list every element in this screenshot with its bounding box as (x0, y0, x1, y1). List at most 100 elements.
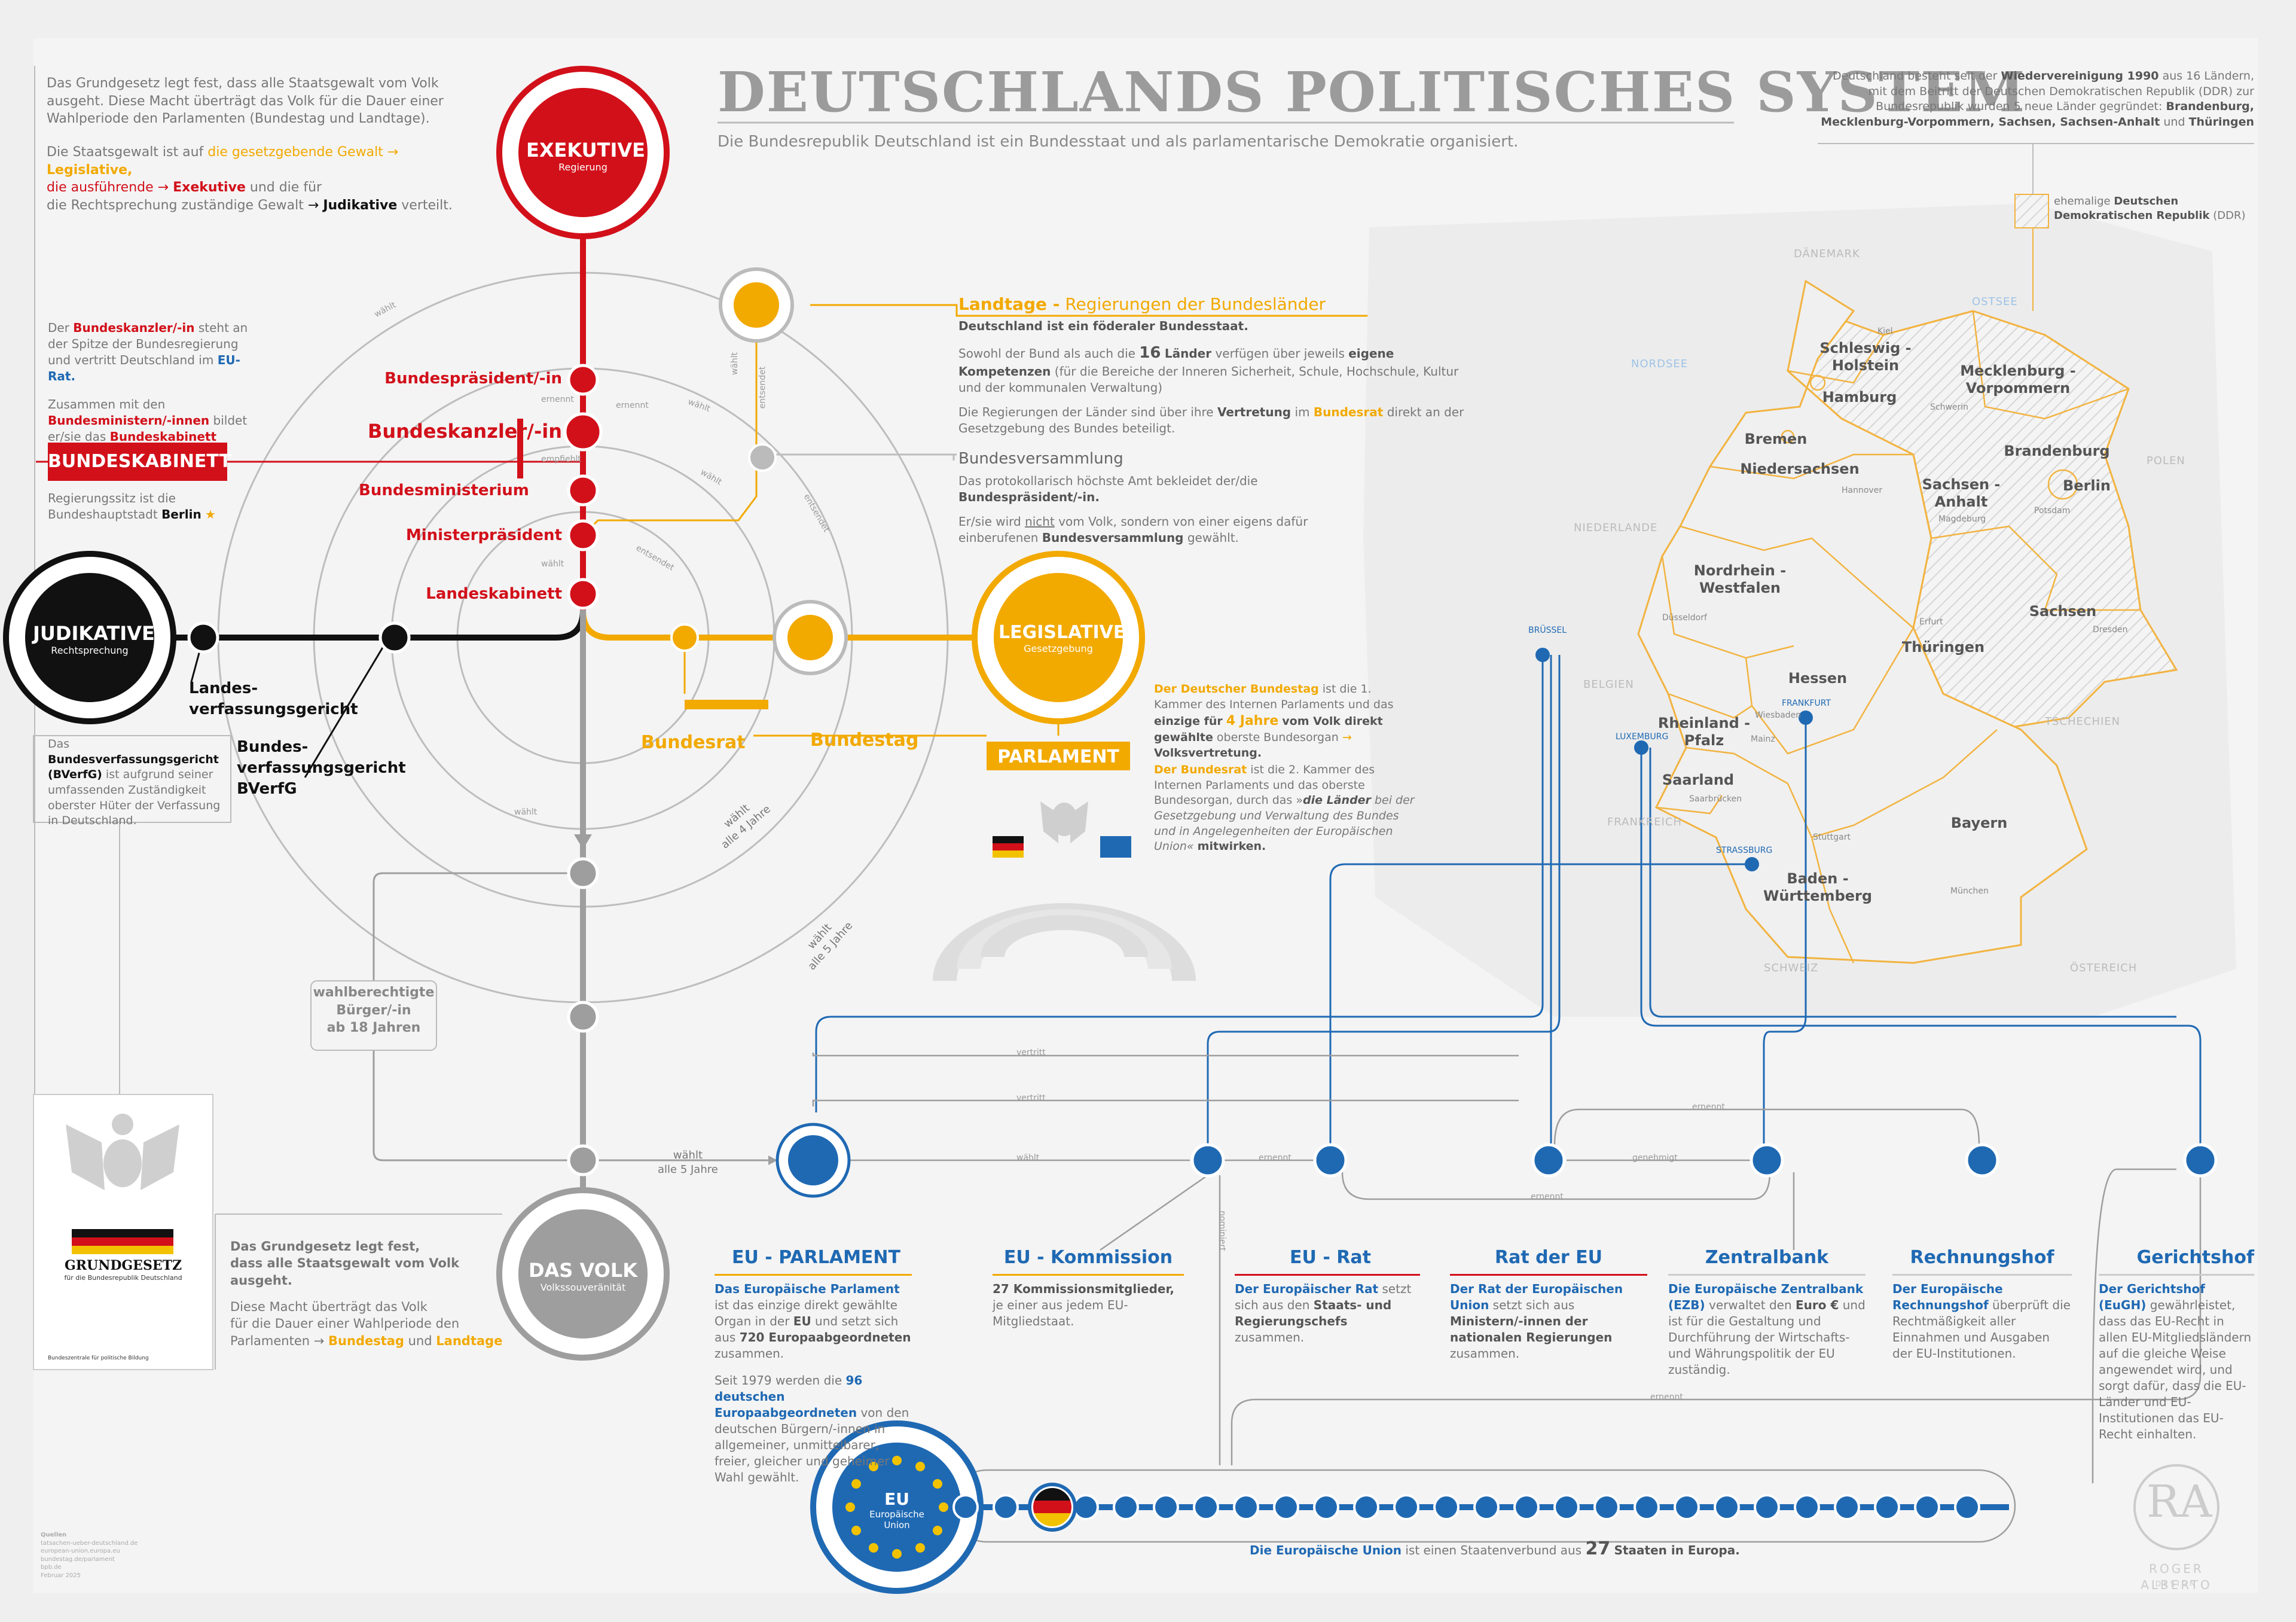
station-bundestag: Bundestag (810, 730, 919, 751)
author-role: DESIGN (2155, 1580, 2198, 1588)
member-state-dot (1433, 1494, 1460, 1520)
map-state-hessen: Hessen (1788, 670, 1848, 687)
parlament-label: PARLAMENT (997, 746, 1119, 767)
map-state-thueringen: Thüringen (1901, 639, 1985, 655)
map-city-mainz: Mainz (1751, 734, 1775, 744)
member-state-dot (1553, 1494, 1580, 1520)
label-waehlt-6: wählt (514, 807, 538, 817)
map-city-potsdam: Potsdam (2034, 506, 2071, 516)
member-state-dot (993, 1494, 1019, 1520)
member-state-dot (1754, 1494, 1780, 1520)
regierungssitz-text: Regierungssitz ist die Bundeshauptstadt … (48, 491, 216, 522)
member-state-dot (1674, 1494, 1700, 1520)
member-state-dot (1794, 1494, 1820, 1520)
map-state-bayern: Bayern (1950, 815, 2008, 831)
member-state-dot (1874, 1494, 1900, 1520)
map-state-mecklenburg-vorpommern: Mecklenburg - Vorpommern (1960, 362, 2076, 397)
rat-der-eu-heading: Rat der EU (1494, 1247, 1603, 1268)
bundeskabinett-box: BUNDESKABINETT (48, 443, 231, 481)
map-country-daenemark: DÄNEMARK (1794, 248, 1860, 260)
label-ernennt-eu-2: ernennt (1692, 1102, 1725, 1112)
label-waehlt-eu-line: wählt (1016, 1153, 1040, 1163)
station-ministerpraesident: Ministerpräsident (405, 526, 562, 544)
map-state-bremen: Bremen (1744, 431, 1808, 447)
member-state-dot (1353, 1494, 1379, 1520)
grundgesetz-title: GRUNDGESETZ (64, 1258, 182, 1273)
page-subtitle: Die Bundesrepublik Deutschland ist ein B… (718, 133, 1519, 151)
map-state-baden-wuerttemberg: Baden - Württemberg (1763, 870, 1873, 904)
map-state-sachsen-anhalt: Sachsen - Anhalt (1922, 476, 2001, 510)
map-city-wiesbaden: Wiesbaden (1755, 711, 1802, 720)
intro-p1: Das Grundgesetz legt fest, dass alle Sta… (47, 76, 444, 127)
eu-kommission-heading: EU - Kommission (1003, 1247, 1173, 1268)
map-city-muenchen: München (1950, 886, 1989, 896)
member-state-dot (1073, 1494, 1099, 1520)
map-country-belgien: BELGIEN (1583, 678, 1634, 691)
label-vertritt-2: vertritt (1016, 1093, 1046, 1103)
map-sea-ostsee: OSTSEE (1972, 295, 2018, 308)
label-genehmigt: genehmigt (1632, 1153, 1678, 1163)
author-name: ROGER ALBERTO (2141, 1562, 2212, 1592)
bundesrat-bar (685, 700, 768, 709)
label-nominiert: nominiert (1217, 1211, 1227, 1251)
map-city-duesseldorf: Düsseldorf (1662, 613, 1707, 623)
map-eu-bruessel: BRÜSSEL (1528, 626, 1567, 635)
label-vertritt-1: vertritt (1016, 1048, 1046, 1057)
map-city-hannover: Hannover (1842, 486, 1883, 495)
label-ernennt-eu-3: ernennt (1531, 1192, 1564, 1202)
map-city-stuttgart: Stuttgart (1813, 833, 1851, 842)
germany-map (1363, 203, 2236, 1017)
map-eu-frankfurt: FRANKFURT (1782, 699, 1831, 708)
buerger-label: wahlberechtigte Bürger/-in ab 18 Jahren (313, 985, 435, 1036)
map-state-schleswig-holstein: Schleswig - Holstein (1819, 340, 1912, 374)
map-info: Deutschland besteht seit der Wiederverei… (1821, 69, 2254, 129)
station-bundesrat: Bundesrat (641, 732, 746, 753)
member-state-dot (1393, 1494, 1419, 1520)
member-state-dot (952, 1494, 979, 1520)
bundestag-info: Der Deutscher Bundestag ist die 1. Kamme… (1154, 682, 1394, 760)
eu-rat-heading: EU - Rat (1290, 1247, 1371, 1268)
member-state-dot (1153, 1494, 1179, 1520)
label-ernennt-eu-4: ernennt (1650, 1392, 1683, 1402)
eu-kommission-text: 27 Kommissionsmitglieder, je einer aus j… (993, 1282, 1175, 1328)
map-sea-nordsee: NORDSEE (1631, 358, 1689, 370)
label-ernennt-1: ernennt (541, 395, 574, 404)
kanzler-info: Der Bundeskanzler/-in steht an der Spitz… (48, 321, 248, 444)
eu-grey-lines (812, 1053, 2202, 1543)
eu-parlament-text: Das Europäische Parlament ist das einzig… (715, 1282, 911, 1484)
bundestag-seats (933, 903, 1196, 981)
map-country-polen: POLEN (2147, 455, 2185, 467)
zentralbank-heading: Zentralbank (1705, 1247, 1829, 1268)
member-state-dot (1273, 1494, 1299, 1520)
volk-info: Das Grundgesetz legt fest, dass alle Sta… (230, 1239, 503, 1348)
page-title: DEUTSCHLANDS POLITISCHES SYSTEM (718, 60, 2026, 124)
label-entsendet: entsendet (758, 366, 768, 409)
map-state-brandenburg: Brandenburg (2004, 443, 2110, 459)
bverfg-info: Das Bundesverfassungsgericht (BVerfG) is… (48, 737, 221, 828)
landtage-info: Landtage - Regierungen der Bundesländer … (958, 294, 1464, 435)
eu-circle: EU Europäische Union (869, 1489, 924, 1530)
label-waehlt-5: wählt (541, 559, 564, 569)
station-landeskabinett: Landeskabinett (426, 585, 562, 603)
map-country-tschechien: TSCHECHIEN (2045, 715, 2121, 728)
intro-text: Das Grundgesetz legt fest, dass alle Sta… (47, 75, 465, 215)
map-state-niedersachsen: Niedersachsen (1740, 461, 1860, 477)
map-country-oesterreich: ÖSTEREICH (2070, 962, 2138, 974)
eu-stars (845, 1456, 948, 1559)
bundesrat-info: Der Bundesrat ist die 2. Kammer des Inte… (1154, 763, 1415, 853)
map-country-niederlande: NIEDERLANDE (1574, 522, 1658, 534)
rechnungshof-heading: Rechnungshof (1910, 1247, 2054, 1268)
rechnungshof-text: Der Europäische Rechnungshof überprüft d… (1892, 1282, 2071, 1361)
station-bundesverfassungsgericht: Bundes- verfassungsgericht BVerfG (237, 738, 406, 798)
zentralbank-text: Die Europäische Zentralbank (EZB) verwal… (1668, 1282, 1866, 1377)
member-state-dot (1714, 1494, 1740, 1520)
eu-footer: Die Europäische Union ist einen Staatenv… (1250, 1538, 1740, 1559)
member-state-dot (1914, 1494, 1940, 1520)
map-city-saarbruecken: Saarbrücken (1689, 794, 1742, 804)
map-city-schwerin: Schwerin (1930, 403, 1969, 412)
bundesadler-icon (1040, 801, 1088, 843)
label-waehlt-3: wählt (730, 352, 740, 376)
ddr-legend: ehemalige Deutschen Demokratischen Repub… (2054, 195, 2246, 222)
